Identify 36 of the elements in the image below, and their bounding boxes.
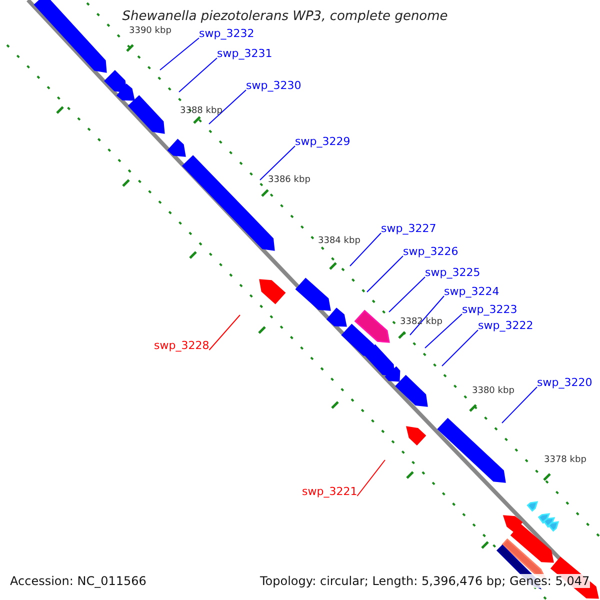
gene-name: swp_3221 — [302, 485, 358, 498]
leader-line — [356, 460, 386, 496]
scale-label: 3390 kbp — [129, 26, 172, 36]
leader-line — [424, 314, 462, 348]
leader-line — [208, 90, 246, 124]
gene-name: swp_3228 — [154, 339, 210, 352]
info-text: Accession: NC_011566 — [10, 574, 146, 588]
gene-name: swp_3229 — [295, 135, 350, 148]
leader-line — [160, 38, 200, 70]
leader-line — [442, 330, 478, 366]
gene-name: swp_3224 — [444, 285, 500, 298]
gene-name: swp_3232 — [199, 27, 254, 40]
scale-label: 3380 kbp — [472, 386, 514, 396]
gene-name: swp_3223 — [462, 303, 518, 316]
gene-name: swp_3231 — [217, 47, 272, 60]
leader-line — [388, 276, 426, 312]
gene-name: swp_3227 — [381, 222, 436, 235]
leader-line — [366, 256, 404, 292]
scale-label: 3386 kbp — [268, 175, 310, 185]
scale-label: 3378 kbp — [544, 455, 586, 465]
scale-label: 3384 kbp — [318, 236, 360, 246]
leader-line — [502, 386, 538, 424]
gene-name: swp_3225 — [425, 266, 480, 279]
leader-line — [350, 232, 382, 266]
gene-name: swp_3220 — [537, 376, 592, 389]
gene-name: swp_3226 — [403, 245, 458, 258]
gene-name: swp_3222 — [478, 319, 534, 332]
leader-line — [260, 146, 296, 180]
scale-label: 3382 kbp — [400, 317, 442, 327]
scale-label: 3388 kbp — [180, 106, 222, 116]
leader-line — [178, 58, 218, 92]
title: Shewanella piezotolerans WP3, complete genome — [121, 9, 449, 24]
leader-line — [208, 314, 240, 350]
leader-line — [410, 296, 444, 336]
gene-name: swp_3230 — [246, 79, 302, 92]
info-text: Topology: circular; Length: 5,396,476 bp; Genes: 5,047 — [260, 574, 590, 588]
